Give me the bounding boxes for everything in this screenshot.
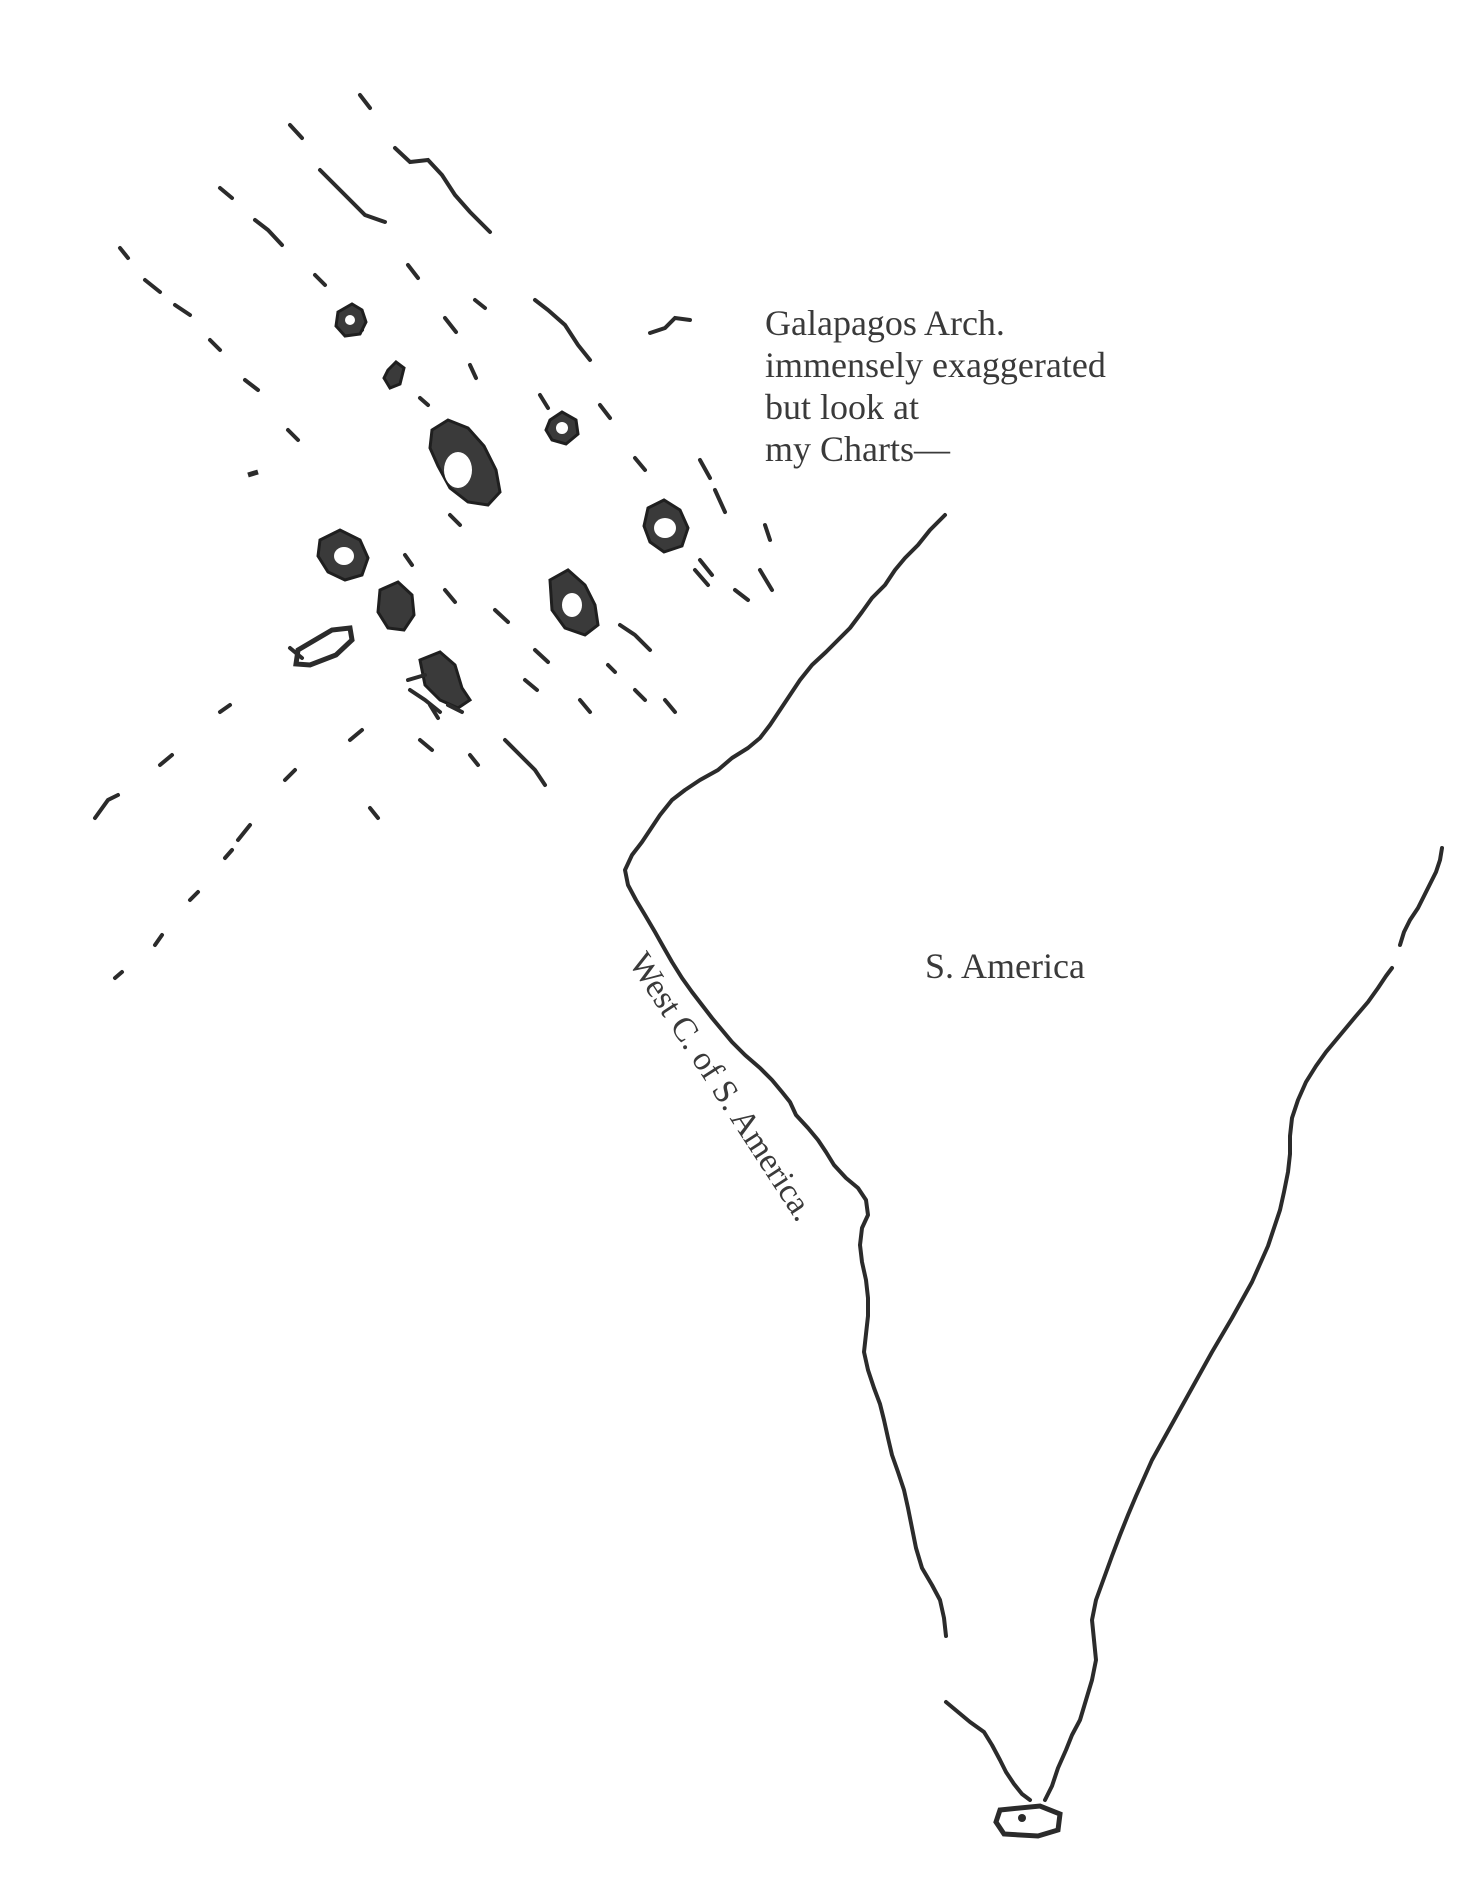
southern-coastline-east xyxy=(1043,966,1394,1802)
continent-label: S. America xyxy=(925,946,1085,986)
galapagos-islands xyxy=(247,302,690,720)
southern-coastline-west xyxy=(944,1700,1032,1802)
annotation-line-3: but look at xyxy=(765,387,919,427)
coast-label: West C. of S. America. xyxy=(621,946,822,1228)
annotation-note: Galapagos Arch. immensely exaggerated bu… xyxy=(765,303,1115,469)
island-chain-lines xyxy=(93,93,774,980)
east-coast-fragment xyxy=(1398,846,1444,947)
annotation-line-1: Galapagos Arch. xyxy=(765,303,1005,343)
annotation-line-4: my Charts— xyxy=(765,429,951,469)
annotation-line-2: immensely exaggerated xyxy=(765,345,1106,385)
cape-horn-island xyxy=(993,1803,1063,1839)
cape-horn-dot xyxy=(1018,1814,1026,1822)
west-coastline xyxy=(623,513,948,1638)
